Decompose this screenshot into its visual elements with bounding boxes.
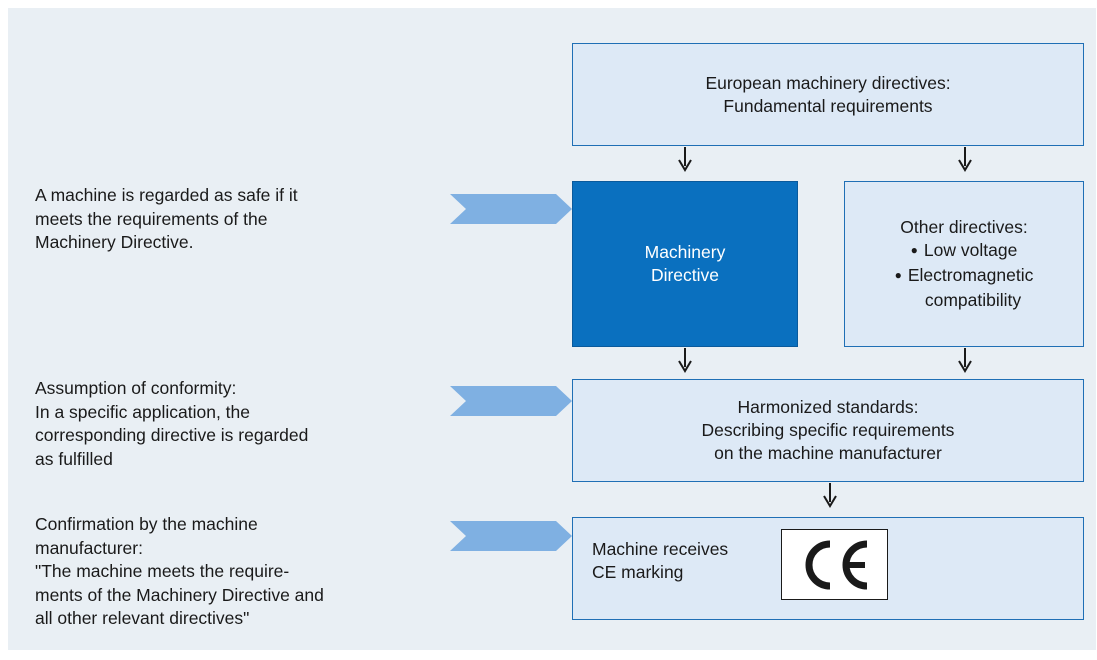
european-directives-line-2: Fundamental requirements xyxy=(723,95,933,116)
harmonized-line-3: on the machine manufacturer xyxy=(714,443,942,463)
arrow-down-icon xyxy=(958,147,972,172)
ce-marking-text: Machine receives CE marking xyxy=(592,538,728,584)
note-conformity-line-4: as fulfilled xyxy=(35,448,113,469)
harmonized-line-1: Harmonized standards: xyxy=(737,397,919,417)
note-conformity-line-3: corresponding directive is regarded xyxy=(35,425,309,445)
other-directive-item-low-voltage: Low voltage xyxy=(895,239,1034,264)
note-safe-line-1: A machine is regarded as safe if it xyxy=(35,185,298,205)
note-conformity: Assumption of conformity: In a specific … xyxy=(35,377,308,471)
machinery-directive-line-2: Directive xyxy=(650,265,720,285)
arrow-down-icon xyxy=(823,483,837,508)
note-confirmation: Confirmation by the machine manufacturer… xyxy=(35,513,324,631)
ce-mark-icon xyxy=(805,540,867,589)
note-safe-line-2: meets the requirements of the xyxy=(35,208,268,229)
harmonized-standards-box: Harmonized standards: Describing specifi… xyxy=(572,379,1084,482)
chevron-right-icon xyxy=(450,521,572,551)
other-directives-list: Low voltage Electromagnetic compatibilit… xyxy=(895,239,1034,312)
ce-marking-line-1: Machine receives xyxy=(592,539,729,559)
european-directives-box: European machinery directives: Fundament… xyxy=(572,43,1084,146)
arrow-down-icon xyxy=(958,348,972,373)
machinery-directive-line-1: Machinery xyxy=(644,242,726,262)
ce-mark-frame xyxy=(781,529,888,600)
note-safe-line-3: Machinery Directive. xyxy=(35,232,194,252)
note-confirmation-line-3: "The machine meets the require- xyxy=(35,561,290,581)
note-confirmation-line-5: all other relevant directives" xyxy=(35,608,250,628)
note-confirmation-line-4: ments of the Machinery Directive and xyxy=(35,584,324,605)
other-directives-title: Other directives: xyxy=(900,217,1028,237)
directives-diagram: European machinery directives: Fundament… xyxy=(8,8,1096,650)
chevron-right-icon xyxy=(450,386,572,416)
machinery-directive-box: Machinery Directive xyxy=(572,181,798,347)
chevron-right-icon xyxy=(450,194,572,224)
other-directive-item-electromagnetic: Electromagnetic xyxy=(895,264,1033,289)
arrow-down-icon xyxy=(678,147,692,172)
other-directive-item-compatibility: compatibility xyxy=(924,290,1022,310)
note-confirmation-line-2: manufacturer: xyxy=(35,537,143,558)
european-directives-line-1: European machinery directives: xyxy=(705,72,951,93)
note-safe: A machine is regarded as safe if it meet… xyxy=(35,184,298,255)
note-conformity-line-1: Assumption of conformity: xyxy=(35,378,237,398)
other-directives-box: Other directives: Low voltage Electromag… xyxy=(844,181,1084,347)
note-conformity-line-2: In a specific application, the xyxy=(35,401,250,422)
ce-marking-line-2: CE marking xyxy=(592,562,684,582)
harmonized-line-2: Describing specific requirements xyxy=(701,420,955,440)
note-confirmation-line-1: Confirmation by the machine xyxy=(35,514,258,534)
arrow-down-icon xyxy=(678,348,692,373)
